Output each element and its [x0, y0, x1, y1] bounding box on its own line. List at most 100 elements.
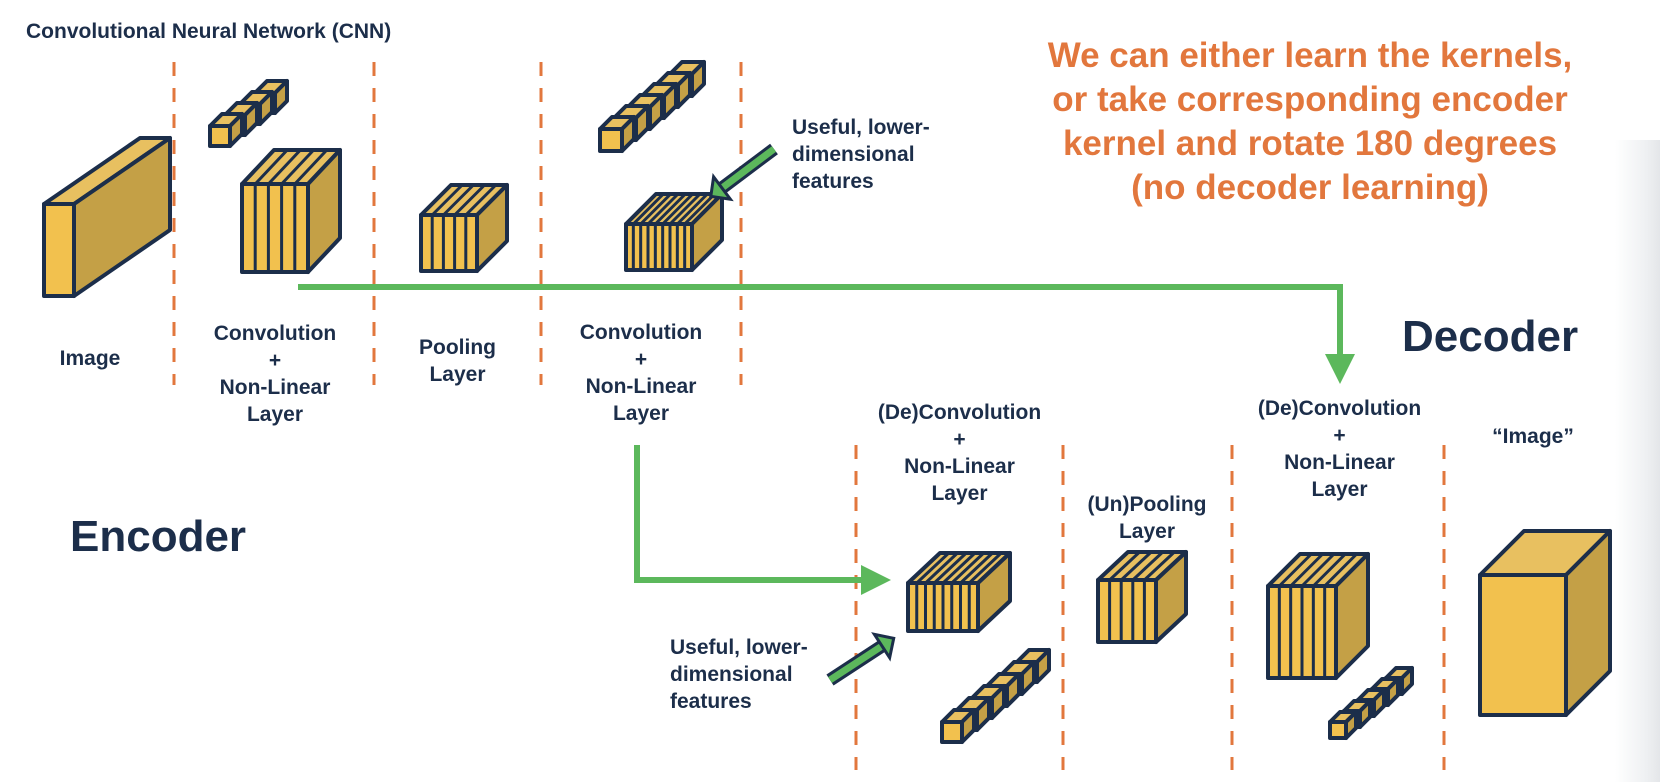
block-stripe — [668, 192, 702, 226]
stage-label-line: + — [953, 428, 966, 451]
block-stripe — [968, 551, 1003, 585]
block-stripe — [1131, 550, 1164, 582]
block-stripe — [661, 192, 694, 226]
kernel-cube-front — [598, 127, 624, 153]
block-front-face — [1096, 578, 1158, 644]
stage-label-line: “Image” — [1492, 425, 1574, 448]
kernel-row-1 — [208, 79, 289, 148]
stage-label-line: Convolution — [579, 321, 703, 344]
features-label-line: features — [670, 690, 752, 713]
block-stripe — [293, 148, 328, 186]
pointer-head — [709, 173, 734, 202]
block-stripe — [924, 551, 959, 585]
block-stripe — [442, 183, 475, 217]
stage-label-image: Image — [30, 345, 150, 372]
block-stripe — [654, 192, 687, 226]
encoder-label: Encoder — [70, 512, 247, 561]
block-stripe — [639, 192, 672, 226]
input-image-block — [42, 136, 172, 298]
block-stripe — [1278, 552, 1313, 588]
stage-label-line: (Un)Pooling — [1087, 493, 1207, 516]
stage-label-line: Non-Linear — [585, 375, 697, 398]
stage-label-convolution-1: Convolution + Non-Linear Layer — [190, 320, 360, 428]
stage-label-line: (De)Convolution — [877, 401, 1042, 424]
block-stripe — [941, 551, 977, 585]
block-stripe — [464, 183, 497, 217]
stage-label-line: Layer — [429, 363, 486, 386]
flow-arrows — [298, 284, 1355, 595]
blocks-layer — [42, 60, 1612, 744]
stage-label-line: + — [634, 348, 648, 371]
pointer-arrows — [709, 143, 896, 686]
stage-label-line: Image — [59, 347, 121, 370]
stage-label-output-image: “Image” — [1468, 423, 1598, 450]
block-stripe — [950, 551, 985, 585]
stage-label-convolution-2: Convolution + Non-Linear Layer — [556, 319, 726, 427]
stage-label-pooling: Pooling Layer — [390, 334, 525, 388]
block-stripe — [1300, 552, 1336, 588]
feature-map-deconv1 — [906, 551, 1012, 633]
block-stripe — [1312, 552, 1347, 588]
features-label-bottom: Useful, lower- dimensional features — [670, 634, 808, 715]
block-stripe — [959, 551, 994, 585]
features-label-line: dimensional — [670, 663, 793, 686]
block-front-face — [42, 202, 76, 298]
feature-map-bottleneck — [624, 192, 724, 272]
block-stripe — [632, 192, 665, 226]
features-label-line: Useful, lower- — [792, 116, 930, 139]
stage-label-line: Layer — [1311, 478, 1368, 501]
stage-label-unpooling: (Un)Pooling Layer — [1072, 491, 1222, 545]
pointer-head — [871, 632, 896, 662]
block-stripe — [267, 148, 302, 186]
block-stripe — [915, 551, 950, 585]
stage-label-line: + — [268, 349, 282, 372]
kernel-cube-front — [940, 720, 964, 744]
block-stripe — [683, 192, 716, 226]
skip-arrow-top — [298, 284, 1355, 384]
stage-label-line: Convolution — [213, 322, 337, 345]
block-stripe — [1289, 552, 1324, 588]
kernel-cube-front — [208, 124, 232, 148]
stage-label-line: Non-Linear — [904, 455, 1015, 478]
stage-label-deconvolution-1: (De)Convolution + Non-Linear Layer — [862, 399, 1057, 507]
stage-label-line: Layer — [246, 403, 304, 426]
decoder-separators — [854, 445, 1446, 770]
pointer-shaft — [719, 146, 777, 191]
stage-label-line: (De)Convolution — [1257, 397, 1422, 420]
pointer-arrow-bottom — [826, 632, 896, 686]
feature-map-pool — [419, 183, 509, 273]
stage-label-line: Non-Linear — [219, 376, 331, 399]
feature-map-deconv2 — [1266, 552, 1370, 680]
pointer-shaft — [828, 643, 884, 683]
features-label-line: dimensional — [792, 143, 915, 166]
block-front-face — [419, 213, 479, 273]
kernel-row-4 — [1328, 666, 1414, 740]
block-stripe — [1108, 550, 1141, 582]
pointer-arrow-top — [709, 143, 778, 202]
block-stripe — [280, 148, 315, 186]
block-front-face — [1478, 573, 1568, 717]
feature-map-conv1 — [240, 148, 342, 274]
edge-shade — [1615, 140, 1660, 782]
encoder-separators — [172, 62, 743, 385]
block-stripe — [453, 183, 486, 217]
stage-label-deconvolution-2: (De)Convolution + Non-Linear Layer — [1242, 395, 1437, 503]
stage-label-line: + — [1333, 424, 1346, 447]
kernel-row-3 — [940, 648, 1051, 744]
kernel-note: We can either learn the kernels, or take… — [990, 34, 1630, 210]
note-line: kernel and rotate 180 degrees — [1062, 124, 1558, 163]
note-line: We can either learn the kernels, — [1047, 36, 1573, 75]
block-stripe — [676, 192, 709, 226]
block-stripe — [1120, 550, 1153, 582]
block-stripe — [254, 148, 289, 186]
stage-label-line: Layer — [612, 402, 670, 425]
block-front-face — [624, 222, 694, 272]
note-line: (no decoder learning) — [1131, 168, 1489, 207]
decoder-label: Decoder — [1402, 312, 1579, 361]
features-label-line: features — [792, 170, 874, 193]
kernel-cube-front — [1328, 720, 1348, 740]
stage-label-line: Layer — [931, 482, 988, 505]
block-stripe — [1323, 552, 1358, 588]
